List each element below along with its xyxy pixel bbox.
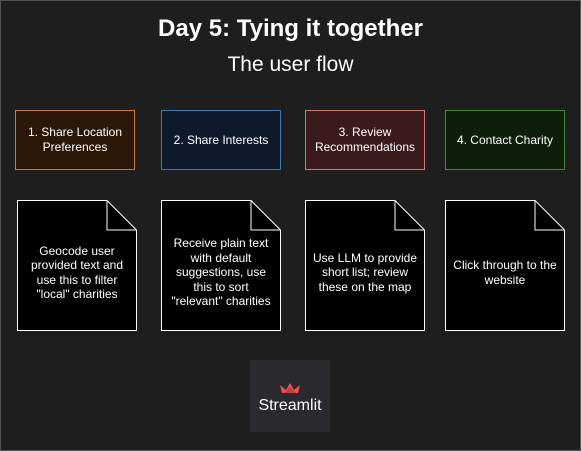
note-document-shape: [161, 200, 281, 331]
streamlit-logo-label: Streamlit: [258, 397, 322, 414]
step-3-review-recommendations: 3. Review Recommendations: [305, 110, 425, 170]
step-label: 3. Review Recommendations: [314, 125, 416, 154]
slide-title: Day 5: Tying it together: [158, 15, 423, 42]
step-label: 1. Share Location Preferences: [27, 125, 123, 154]
note-text: Use LLM to provide short list; review th…: [312, 250, 418, 294]
streamlit-crown-icon: [280, 383, 300, 393]
note-document-shape: [305, 200, 425, 331]
note-document-shape: [17, 200, 137, 331]
step-2-share-interests: 2. Share Interests: [161, 110, 281, 170]
note-document-shape: [445, 200, 565, 331]
note-llm-shortlist: Use LLM to provide short list; review th…: [305, 200, 425, 331]
slide-subtitle: The user flow: [227, 53, 354, 76]
streamlit-logo: Streamlit: [250, 360, 330, 432]
step-1-share-location: 1. Share Location Preferences: [15, 110, 135, 170]
note-text: Click through to the website: [453, 258, 557, 287]
note-text: Receive plain text with default suggesti…: [171, 236, 271, 309]
note-geocode: Geocode user provided text and use this …: [17, 200, 137, 331]
step-label: 4. Contact Charity: [456, 132, 554, 147]
note-click-through: Click through to the website: [445, 200, 565, 331]
note-interests: Receive plain text with default suggesti…: [161, 200, 281, 331]
note-text: Geocode user provided text and use this …: [30, 243, 124, 302]
step-label: 2. Share Interests: [173, 132, 269, 147]
step-4-contact-charity: 4. Contact Charity: [445, 110, 565, 170]
